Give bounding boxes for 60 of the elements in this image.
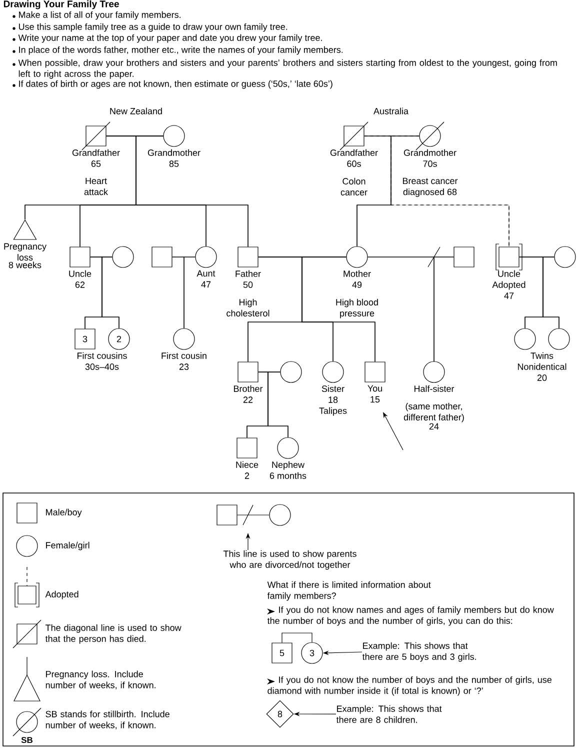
legend-text: Pregnancy loss. Include number of weeks, if known. <box>46 670 156 690</box>
person-label: First cousins 30s–40s <box>77 352 127 370</box>
note-text: This line is used to show parents who are divorced/not together <box>223 550 356 570</box>
person-label: Sister 18 Talipes <box>319 385 347 416</box>
list-item: In place of the words father, mother etc., write the names of your family members. <box>12 46 343 55</box>
arrow <box>383 412 404 450</box>
couple-line <box>237 514 270 516</box>
note-text: What if there is limited information about family members? <box>267 581 431 601</box>
person-label: Grandmother 70s Breast cancer diagnosed 68 <box>402 149 458 197</box>
descent-line <box>434 256 454 362</box>
circle-symbol <box>548 328 570 350</box>
person-label: Aunt 47 <box>196 270 216 288</box>
symbol-caption: SB <box>21 737 33 743</box>
legend-text: The diagonal line is used to show that the person has died. <box>45 624 182 644</box>
descent-line <box>184 256 196 328</box>
note-text: Example: This shows that there are 8 children. <box>336 705 442 723</box>
person-label: Mother 49 High blood pressure <box>336 270 378 318</box>
list-item: If dates of birth or ages are not known, then estimate or guess (‘50s,’ ‘late 60s’) <box>12 80 332 89</box>
legend-text: Male/boy <box>46 508 82 518</box>
person-label: Nephew 6 months <box>270 461 306 479</box>
list-item: If you do not know names and ages of family members but do know the number of boys and the number of girls, you can do this: <box>267 606 554 626</box>
sibling-line <box>282 632 312 643</box>
descent-line <box>136 136 248 248</box>
person-label: Uncle 62 <box>69 270 92 288</box>
descent-line <box>102 256 120 328</box>
list-item: Use this sample family tree as a guide to draw your own family tree. <box>12 23 288 32</box>
legend-text: Adopted <box>45 590 78 600</box>
person-label: Grandmother 85 <box>148 149 200 167</box>
note-text: Example: This shows that there are 5 boys and 3 girls. <box>362 642 476 662</box>
descent-line <box>268 372 288 438</box>
region-label: Australia <box>374 108 408 114</box>
person-label: Niece 2 <box>236 461 258 479</box>
square-symbol <box>454 246 474 268</box>
person-label: Twins Nonidentical 20 <box>518 352 566 381</box>
person-label: Uncle Adopted 47 <box>492 270 526 299</box>
circle-symbol <box>280 361 302 383</box>
person-label: Pregnancy loss 8 weeks <box>4 243 46 268</box>
circle-symbol <box>554 246 576 268</box>
person-label: Grandfather 65 Heart attack <box>72 149 120 196</box>
person-label: Half-sister (same mother, different father) 24 <box>404 385 464 430</box>
square-symbol <box>216 504 238 526</box>
square-symbol <box>152 246 172 268</box>
circle-symbol <box>112 246 134 268</box>
legend-text: Female/girl <box>46 542 90 550</box>
region-label: New Zealand <box>110 108 162 114</box>
title: Drawing Your Family Tree <box>4 0 119 10</box>
legend-text: SB stands for stillbirth. Include number of weeks, if known. <box>46 710 170 730</box>
descent-line <box>302 256 376 362</box>
person-label: You 15 <box>368 385 382 403</box>
person-label: Brother 22 <box>234 385 263 403</box>
circle-symbol <box>269 504 291 526</box>
list-item: When possible, draw your brothers and sisters and your parents’ brothers and sisters starting from oldest to the youngest, going from left to right across the paper. <box>12 59 557 79</box>
person-label: First cousin 23 <box>162 352 206 370</box>
person-label: Grandfather 60s Colon cancer <box>330 149 378 196</box>
list-item: Make a list of all of your family members. <box>12 11 180 20</box>
list-item: If you do not know the number of boys and the number of girls, use diamond with number inside it (if total is known) or ‘?’ <box>267 676 552 696</box>
person-label: Father 50 High cholesterol <box>226 270 270 316</box>
list-item: Write your name at the top of your paper and date you drew your family tree. <box>12 34 322 43</box>
descent-line <box>364 136 510 248</box>
descent-line <box>542 256 560 328</box>
